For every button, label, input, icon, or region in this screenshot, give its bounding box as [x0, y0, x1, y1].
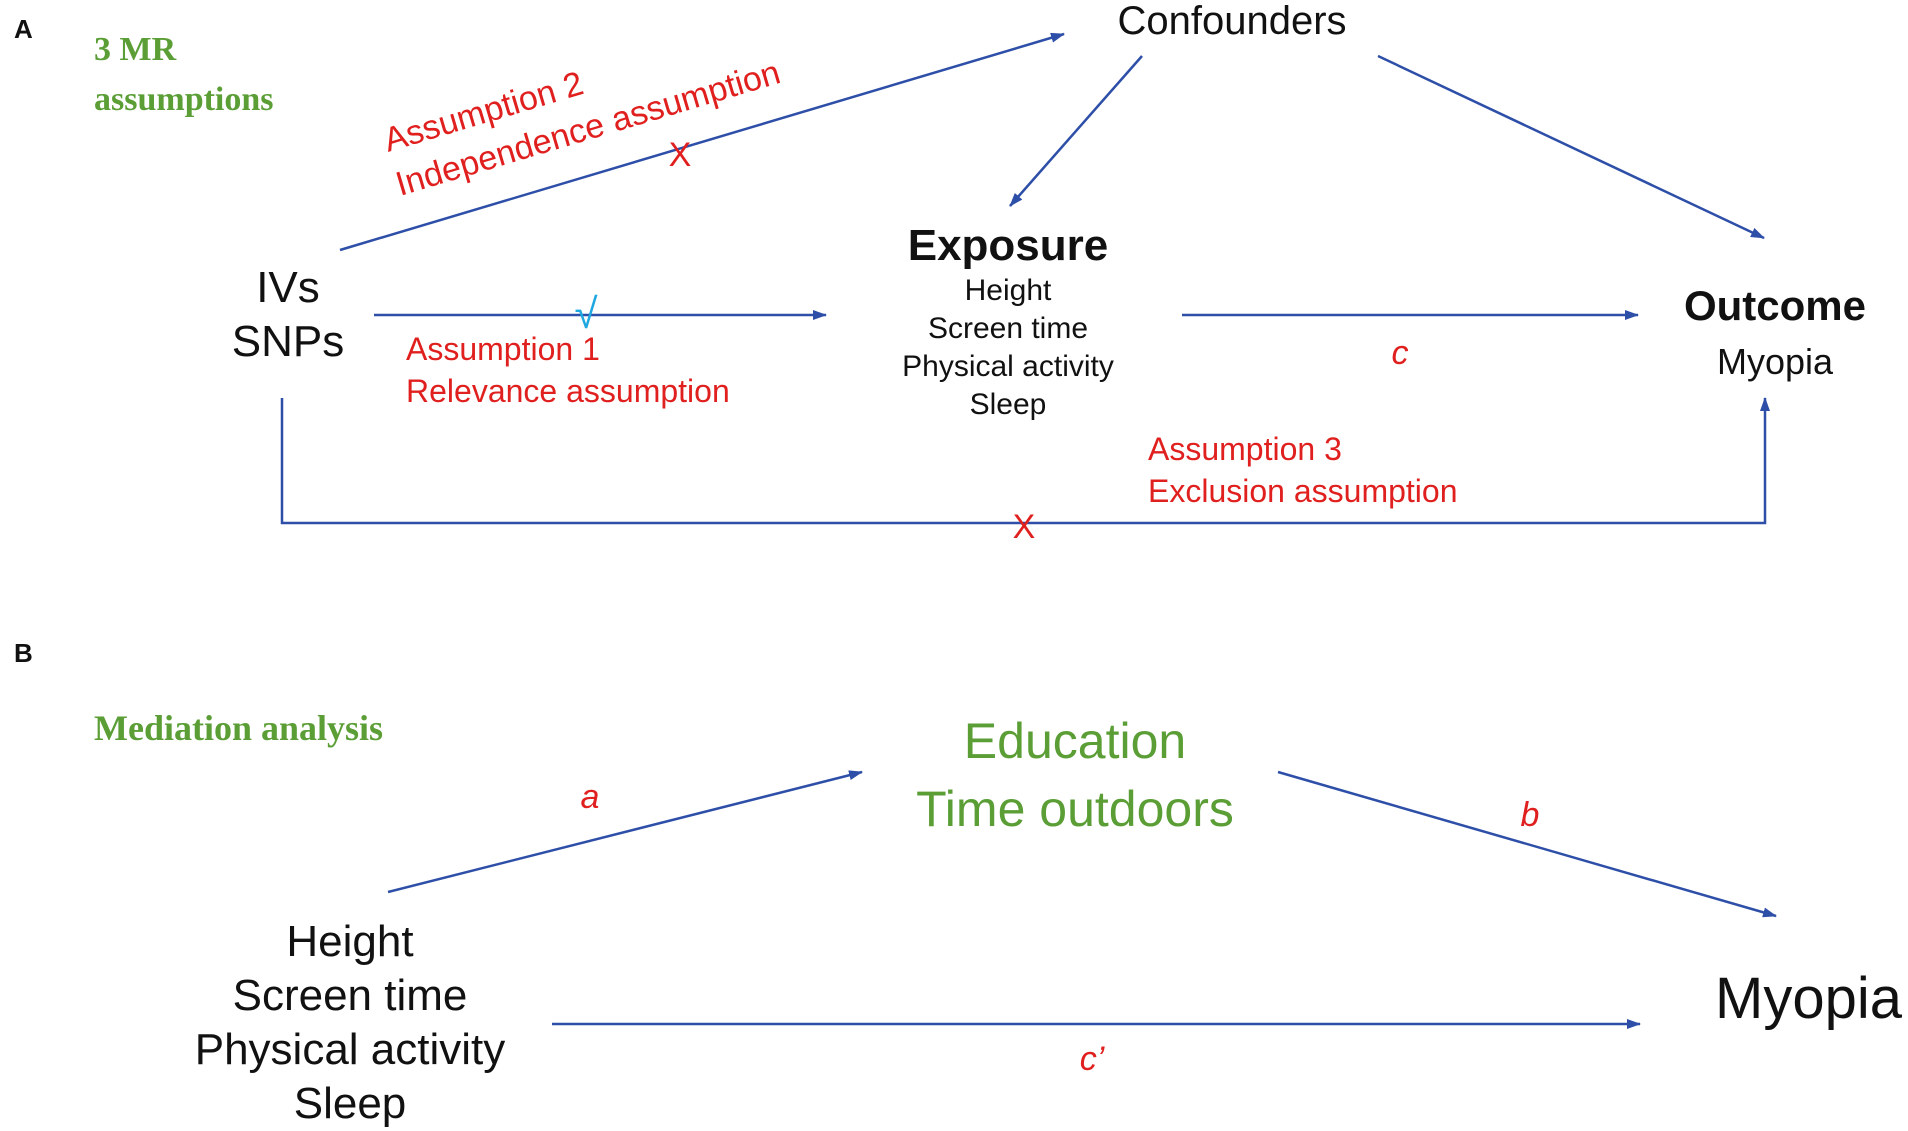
panel-a-letter: A [14, 14, 33, 44]
assumption1-line1: Assumption 1 [406, 331, 600, 367]
assumption3-line1: Assumption 3 [1148, 431, 1342, 467]
exposure-b-screen-time: Screen time [233, 971, 468, 1020]
exposure-b-height: Height [286, 917, 413, 966]
arrow-ivs-to-confounders [339, 32, 1065, 252]
snps-label: SNPs [232, 317, 344, 366]
panel-a-heading-line1: 3 MR [94, 31, 177, 68]
exposure-item-height: Height [965, 274, 1052, 307]
exposure-item-sleep: Sleep [970, 388, 1047, 421]
exposure-title: Exposure [908, 221, 1109, 270]
assumption2-violation-mark: X [669, 136, 692, 174]
confounders-label: Confounders [1117, 0, 1346, 43]
panel-a-heading-line2: assumptions [94, 81, 274, 118]
ivs-label: IVs [256, 263, 320, 312]
outcome-b-myopia: Myopia [1715, 966, 1903, 1031]
assumption1-check-mark: √ [574, 290, 598, 337]
panel-b-letter: B [14, 638, 33, 668]
mediator-education: Education [964, 713, 1186, 769]
mediator-time-outdoors: Time outdoors [916, 781, 1234, 837]
arrow-exposure-to-mediator [387, 770, 863, 894]
arrow-confounders-to-exposure [1009, 55, 1143, 207]
outcome-item-myopia: Myopia [1717, 341, 1834, 382]
path-a-label: a [581, 778, 600, 816]
path-c-label: c [1392, 334, 1409, 372]
arrow-confounders-to-outcome [1377, 54, 1765, 240]
exposure-b-sleep: Sleep [294, 1079, 407, 1128]
outcome-title: Outcome [1684, 282, 1866, 329]
path-b-label: b [1521, 796, 1540, 834]
exposure-item-physical-activity: Physical activity [902, 350, 1114, 383]
exposure-b-physical-activity: Physical activity [195, 1025, 506, 1074]
arrow-ivs-to-outcome-direct [280, 397, 1770, 525]
path-c-prime-label: c’ [1080, 1040, 1105, 1078]
assumption1-line2: Relevance assumption [406, 373, 730, 409]
exposure-item-screen-time: Screen time [928, 312, 1088, 345]
arrow-mediator-to-myopia [1277, 770, 1777, 918]
panel-b-heading: Mediation analysis [94, 708, 383, 748]
assumption3-line2: Exclusion assumption [1148, 473, 1457, 509]
assumption3-violation-mark: X [1013, 508, 1036, 546]
